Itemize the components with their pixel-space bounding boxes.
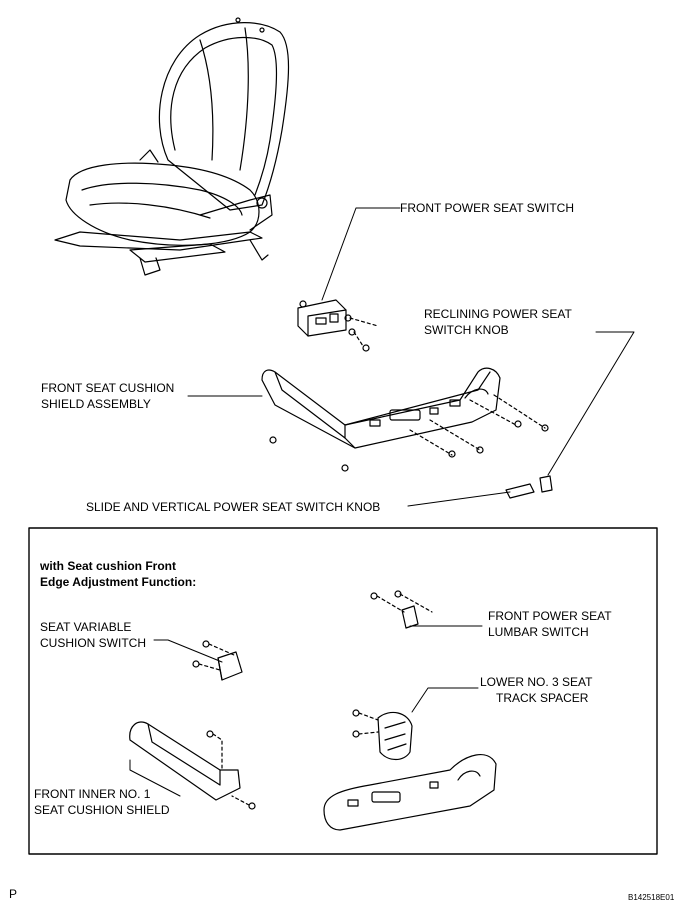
inset-dashed-lines [198,593,433,806]
label-inner-shield-line1: FRONT INNER NO. 1 [34,787,151,801]
label-spacer-line2: TRACK SPACER [496,691,589,705]
label-spacer-line1: LOWER NO. 3 SEAT [480,675,593,689]
front-seat-cushion-shield-part [261,367,501,449]
label-front-power-seat-switch: FRONT POWER SEAT SWITCH [400,201,575,215]
footer-left-mark: P [9,887,18,901]
label-cushion-shield-line1: FRONT SEAT CUSHION [41,381,175,395]
lower-no3-seat-track-spacer-part [352,709,413,761]
label-variable-cushion-line2: CUSHION SWITCH [40,636,146,650]
inset-leader-lines [129,625,483,797]
shield-screws [269,420,549,472]
inset-heading-line2: Edge Adjustment Function: [40,575,197,589]
label-lumbar-line2: LUMBAR SWITCH [488,625,589,639]
label-variable-cushion-line1: SEAT VARIABLE [40,620,132,634]
inset-cushion-shield-part [323,754,497,831]
label-reclining-knob-line2: SWITCH KNOB [424,323,509,337]
front-power-seat-switch-part [297,299,347,337]
label-slide-vertical-knob: SLIDE AND VERTICAL POWER SEAT SWITCH KNO… [86,500,381,514]
inset-frame [28,527,658,855]
figure-code: B142518E01 [628,893,675,902]
assembly-dashed-lines [349,317,546,456]
reclining-knob-part [539,475,553,493]
leader-lines [187,207,635,507]
label-cushion-shield-line2: SHIELD ASSEMBLY [41,397,151,411]
slide-vertical-knob-part [505,483,535,499]
seat-assembly [54,17,290,276]
label-reclining-knob-line1: RECLINING POWER SEAT [424,307,572,321]
label-inner-shield-line2: SEAT CUSHION SHIELD [34,803,170,817]
inset-heading-line1: with Seat cushion Front [40,559,177,573]
label-lumbar-line1: FRONT POWER SEAT [488,609,612,623]
